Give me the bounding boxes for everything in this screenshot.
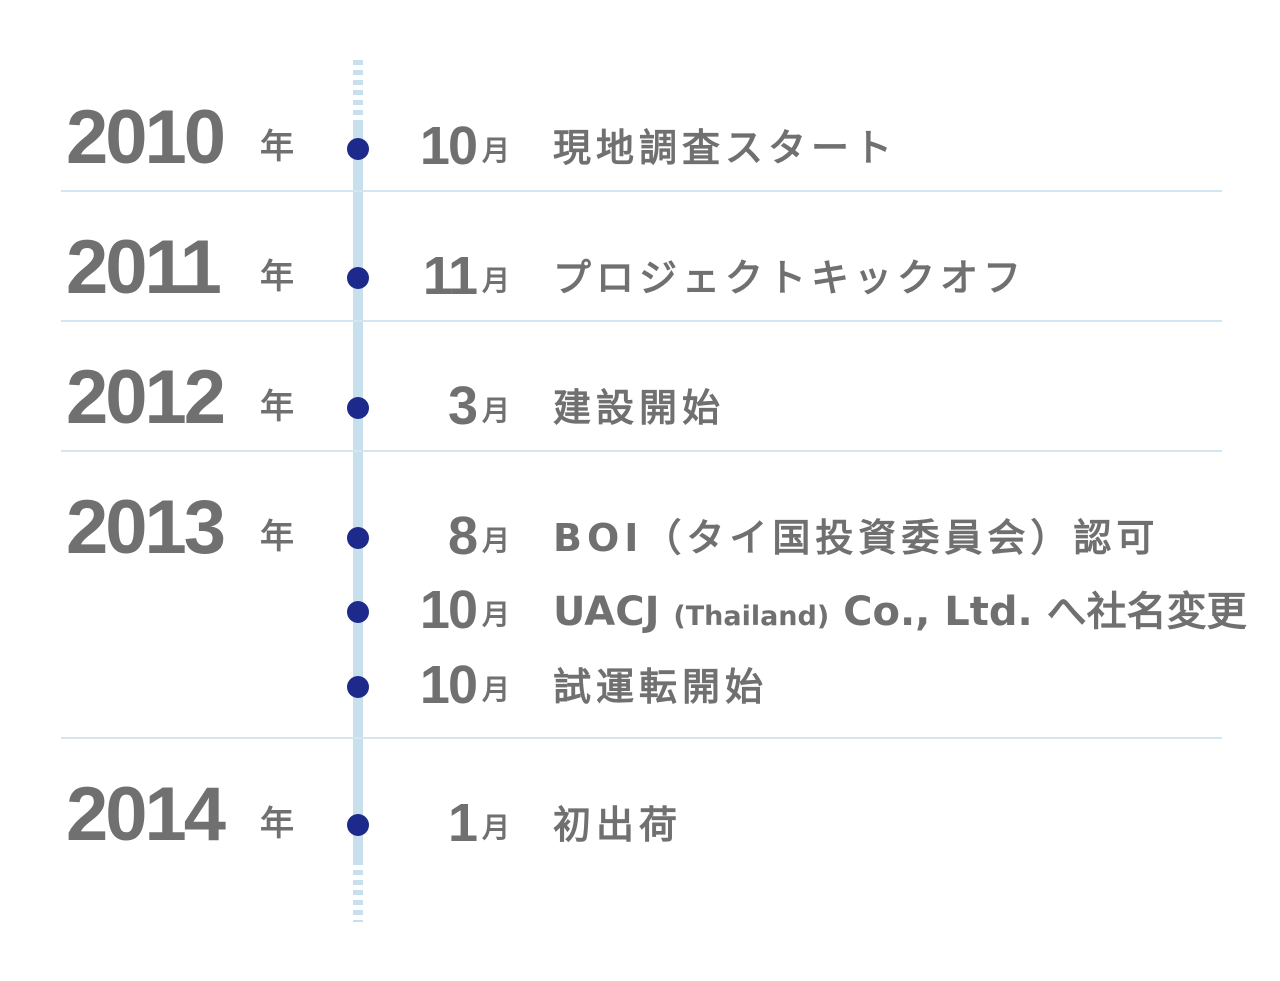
timeline-dot-icon bbox=[347, 814, 369, 836]
month-suffix: 月 bbox=[482, 811, 511, 844]
event-text: 初出荷 bbox=[553, 803, 683, 847]
year-suffix: 年 bbox=[260, 387, 294, 427]
timeline-bar-top-dashes bbox=[353, 60, 363, 124]
company-name: UACJ bbox=[553, 589, 674, 635]
event-text: プロジェクトキックオフ bbox=[553, 256, 1027, 300]
month-label: 11 bbox=[422, 246, 478, 306]
month-suffix: 月 bbox=[482, 673, 511, 706]
timeline-dot-icon bbox=[347, 397, 369, 419]
timeline-bar-bottom-dashes bbox=[353, 860, 363, 922]
year-suffix: 年 bbox=[260, 804, 294, 844]
year-divider bbox=[61, 737, 1222, 739]
month-label: 8 bbox=[447, 506, 478, 566]
year-suffix: 年 bbox=[260, 517, 294, 557]
event-text: 現地調査スタート bbox=[553, 126, 898, 170]
timeline-dot-icon bbox=[347, 527, 369, 549]
timeline-dot-icon bbox=[347, 676, 369, 698]
event-text: UACJ (Thailand) Co., Ltd. へ社名変更 bbox=[553, 592, 1247, 632]
event-text: 試運転開始 bbox=[553, 665, 769, 709]
timeline-dot-icon bbox=[347, 138, 369, 160]
timeline-dot-icon bbox=[347, 601, 369, 623]
month-suffix: 月 bbox=[482, 264, 511, 297]
month-label: 10 bbox=[419, 580, 478, 640]
year-label: 2011 bbox=[66, 225, 222, 310]
month-label: 3 bbox=[447, 376, 478, 436]
year-divider bbox=[61, 190, 1222, 192]
company-country: (Thailand) bbox=[673, 601, 830, 632]
timeline-bar bbox=[353, 124, 363, 860]
year-label: 2010 bbox=[66, 95, 226, 180]
timeline-dot-icon bbox=[347, 267, 369, 289]
year-label: 2013 bbox=[66, 485, 226, 570]
month-label: 10 bbox=[419, 655, 478, 715]
event-text: BOI（タイ国投資委員会）認可 bbox=[553, 516, 1160, 560]
year-divider bbox=[61, 320, 1222, 322]
year-label: 2012 bbox=[66, 355, 226, 440]
month-suffix: 月 bbox=[482, 394, 511, 427]
month-label: 10 bbox=[419, 116, 478, 176]
year-suffix: 年 bbox=[260, 127, 294, 167]
event-text: 建設開始 bbox=[553, 386, 726, 430]
month-suffix: 月 bbox=[482, 524, 511, 557]
year-divider bbox=[61, 450, 1222, 452]
company-suffix: Co., Ltd. へ社名変更 bbox=[829, 589, 1247, 635]
year-label: 2014 bbox=[66, 772, 226, 857]
year-suffix: 年 bbox=[260, 257, 294, 297]
month-label: 1 bbox=[447, 793, 478, 853]
month-suffix: 月 bbox=[482, 134, 511, 167]
month-suffix: 月 bbox=[482, 598, 511, 631]
